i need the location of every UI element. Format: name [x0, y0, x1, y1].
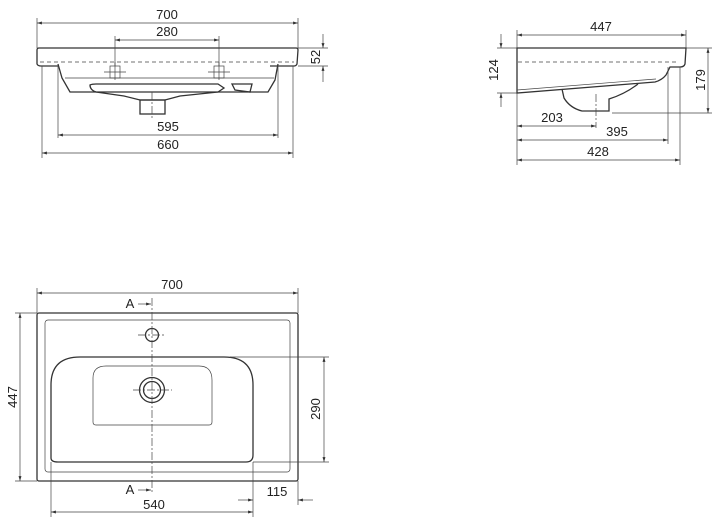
- dim-drain-offset: 203: [541, 110, 563, 125]
- front-bowl: [57, 63, 279, 93]
- front-view: 700 280 52 595 660: [36, 7, 328, 158]
- top-view: 700 447 290 540 115 A A: [5, 277, 329, 517]
- dim-top-width: 700: [161, 277, 183, 292]
- dim-basin-depth: 290: [308, 398, 323, 420]
- dim-bottom-width: 595: [157, 119, 179, 134]
- front-basin: [89, 83, 226, 101]
- dim-total-height: 179: [693, 69, 708, 91]
- top-outer-outline: [36, 312, 299, 482]
- dim-tap-spacing: 280: [156, 24, 178, 39]
- side-outline: [516, 47, 687, 94]
- section-label-bottom: A: [126, 482, 135, 497]
- dim-cabinet-width: 660: [157, 137, 179, 152]
- top-basin-outline: [50, 356, 254, 463]
- dim-basin-width: 540: [143, 497, 165, 512]
- side-rim-line: [516, 78, 657, 91]
- dim-slab-height: 52: [308, 50, 323, 64]
- front-tap-holes: [104, 62, 230, 80]
- dim-side-depth: 447: [590, 19, 612, 34]
- dim-bowl-depth: 395: [606, 124, 628, 139]
- dim-cabinet-depth: 428: [587, 144, 609, 159]
- dim-front-width: 700: [156, 7, 178, 22]
- side-view: 447 124 179 203 395 428: [486, 19, 712, 165]
- front-drain: [139, 99, 166, 115]
- side-bowl: [561, 83, 639, 112]
- top-inner-rim: [44, 319, 291, 473]
- front-overflow: [230, 83, 253, 93]
- dim-side-margin: 115: [267, 484, 288, 499]
- section-label-top: A: [126, 296, 135, 311]
- front-slab: [36, 47, 299, 67]
- dim-top-depth: 447: [5, 386, 20, 408]
- dim-front-height: 124: [486, 59, 501, 81]
- top-basin-bottom: [92, 365, 213, 426]
